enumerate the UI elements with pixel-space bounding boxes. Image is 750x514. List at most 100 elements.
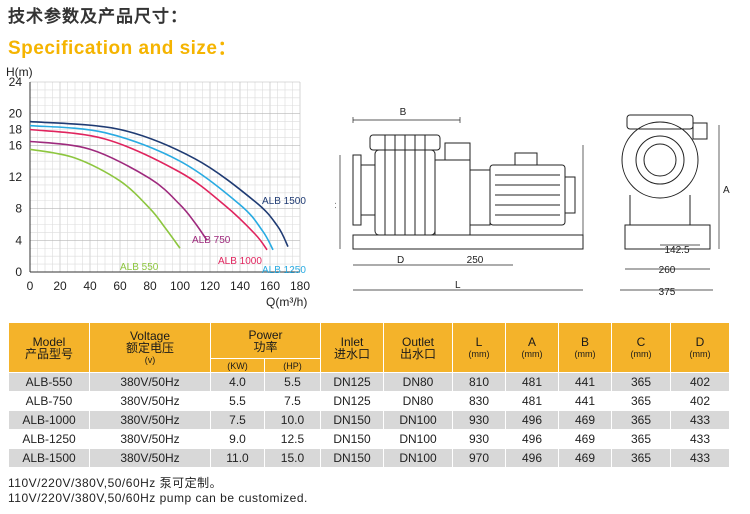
header-a: A(mm) [505,322,559,373]
table-cell: 15.0 [263,448,322,468]
table-cell: DN100 [383,429,453,449]
x-tick-label: 60 [113,279,127,293]
front-base [624,224,711,250]
pump-volute [621,121,699,199]
series-line [29,128,268,251]
front-outlet [692,122,708,140]
table-cell: 441 [558,391,612,411]
header-b: B(mm) [558,322,612,373]
table-cell: 433 [670,410,730,430]
dim-375-label: 375 [659,287,676,298]
table-cell: 402 [670,391,730,411]
dim-250-label: 250 [467,255,484,266]
inlet-port [635,135,685,185]
y-tick-label: 0 [15,265,22,279]
y-tick-label: 4 [15,233,22,247]
table-cell: 481 [505,372,559,392]
page-title-cn: 技术参数及产品尺寸： [8,7,188,26]
series-line [29,140,208,241]
y-tick-label: 12 [9,170,23,184]
x-axis-label: Q(m³/h) [266,295,307,309]
note-cn: 110V/220V/380V,50/60Hz 泵可定制。 [8,476,223,490]
table-cell: 469 [558,429,612,449]
page-title-en: Specification and size： [8,38,237,59]
table-cell: 380V/50Hz [89,448,211,468]
table-cell: 365 [611,448,671,468]
header-d: D(mm) [670,322,730,373]
table-cell: 469 [558,448,612,468]
pump-body [434,159,471,236]
y-tick-label: 20 [9,107,23,121]
table-cell: 9.0 [210,429,265,449]
outlet-flange [444,142,471,161]
y-tick-label: 18 [9,123,23,137]
header-c: C(mm) [611,322,671,373]
table-cell: ALB-750 [8,391,90,411]
table-cell: 380V/50Hz [89,410,211,430]
table-cell: 7.5 [210,410,265,430]
dim-d-label: D [397,255,404,266]
table-cell: 380V/50Hz [89,429,211,449]
table-cell: 441 [558,372,612,392]
dim-b-label: B [400,107,407,118]
table-cell: 433 [670,448,730,468]
table-cell: DN150 [320,410,384,430]
dim-l-label: L [455,280,461,291]
x-tick-label: 80 [143,279,157,293]
table-cell: 496 [505,410,559,430]
table-cell: DN80 [383,391,453,411]
table-cell: ALB-1500 [8,448,90,468]
table-cell: DN80 [383,372,453,392]
dim-142-label: 142.5 [664,245,689,256]
series-line [29,148,181,249]
inlet-flange [352,154,362,226]
header-power-kw: (KW) [210,358,265,373]
table-cell: DN100 [383,410,453,430]
series-label: ALB 550 [120,262,159,273]
series-label: ALB 750 [192,235,231,246]
pump-dimension-drawings: B C D 250 L A 142.5 260 375 [335,107,730,298]
table-cell: DN150 [320,429,384,449]
table-cell: 10.0 [263,410,322,430]
x-tick-label: 120 [200,279,220,293]
table-cell: 4.0 [210,372,265,392]
x-tick-label: 40 [83,279,97,293]
table-cell: 365 [611,372,671,392]
table-cell: 365 [611,391,671,411]
y-tick-label: 16 [9,138,23,152]
table-cell: 7.5 [263,391,322,411]
table-cell: 11.0 [210,448,265,468]
header-l: L(mm) [452,322,506,373]
series-label: ALB 1500 [262,196,306,207]
table-cell: 380V/50Hz [89,372,211,392]
table-cell: 365 [611,429,671,449]
table-cell: ALB-550 [8,372,90,392]
x-tick-label: 140 [230,279,250,293]
series-label: ALB 1250 [262,265,306,276]
x-tick-label: 180 [290,279,310,293]
table-cell: 433 [670,429,730,449]
dim-c-label: C [335,201,336,212]
front-lid [626,114,694,130]
table-cell: 365 [611,410,671,430]
y-tick-label: 24 [9,75,23,89]
motor-fan-cover [564,176,576,214]
table-cell: 402 [670,372,730,392]
front-view [620,114,720,291]
y-axis-label: H(m) [6,65,33,79]
table-cell: 930 [452,410,506,430]
table-cell: 970 [452,448,506,468]
table-cell: 5.5 [210,391,265,411]
table-cell: 5.5 [263,372,322,392]
terminal-box [514,152,538,166]
y-tick-label: 8 [15,202,22,216]
table-cell: DN125 [320,372,384,392]
